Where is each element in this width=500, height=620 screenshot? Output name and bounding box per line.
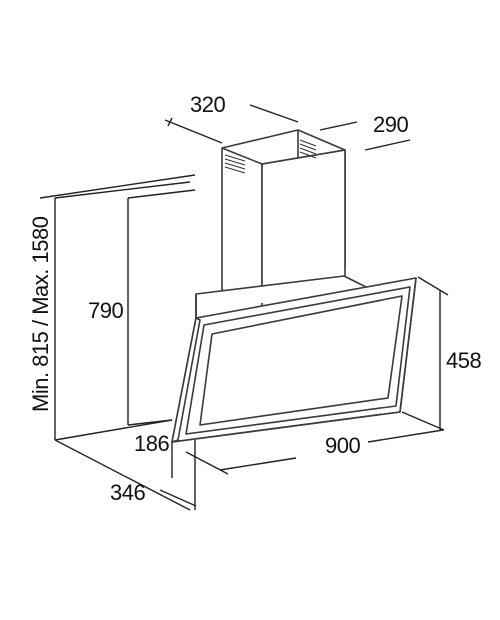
label-chimney-depth: 290	[373, 112, 408, 137]
dimension-hood-height	[401, 276, 449, 431]
dimension-hood-width	[185, 429, 444, 475]
glass-frame-inner	[199, 295, 403, 426]
glass-right-edge	[399, 277, 417, 413]
dimension-chimney-depth	[319, 121, 411, 151]
glass-panel-side	[171, 317, 201, 443]
dimension-total-height	[39, 174, 196, 441]
label-hood-depth: 346	[110, 480, 145, 505]
label-total-height: Min. 815 / Max. 1580	[28, 216, 53, 412]
glass-bottom-edge	[171, 411, 401, 443]
dimension-hood-depth-top	[171, 440, 196, 510]
label-chimney-height: 790	[88, 298, 123, 323]
chimney-left-face	[221, 147, 263, 304]
chimney-top-front-edge	[261, 149, 346, 165]
label-hood-height: 458	[446, 348, 481, 373]
glass-frame-outer	[185, 286, 411, 435]
dimension-chimney-width	[164, 104, 299, 144]
chimney-top-edge	[221, 129, 299, 149]
dimension-hood-depth	[54, 439, 197, 511]
label-hood-depth-top: 186	[134, 431, 169, 456]
chimney-vent-right	[299, 139, 317, 159]
dimension-chimney-height	[127, 189, 196, 426]
label-hood-width: 900	[325, 433, 360, 458]
chimney	[221, 129, 346, 304]
chimney-vent-left	[224, 154, 246, 174]
glass-panel	[171, 277, 417, 443]
label-chimney-width: 320	[190, 92, 225, 117]
